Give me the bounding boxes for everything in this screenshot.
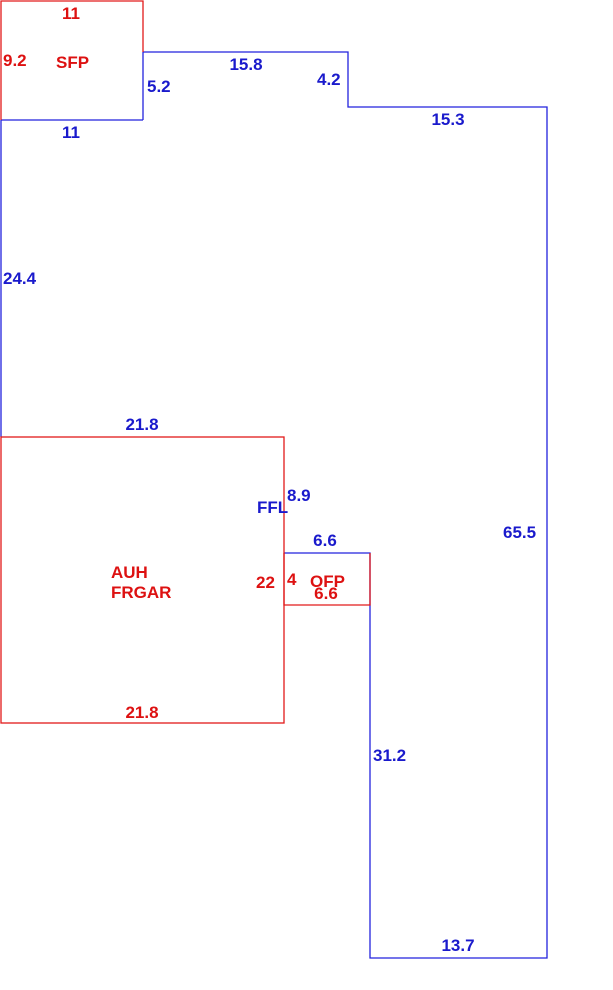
- ofp-code-label: OFP: [310, 572, 345, 591]
- main-dim-left: 24.4: [3, 269, 37, 288]
- main-dim-ofp-top: 6.6: [313, 531, 337, 550]
- garage-code-line1: AUH: [111, 563, 148, 582]
- sfp-dim-left: 9.2: [3, 51, 27, 70]
- main-code-label: FFL: [257, 498, 288, 517]
- main-dim-step-down: 4.2: [317, 70, 341, 89]
- garage-dim-bottom: 21.8: [125, 703, 158, 722]
- sfp-dim-top: 11: [62, 4, 80, 23]
- main-dim-top-right: 15.3: [431, 110, 464, 129]
- main-dim-sfp-bottom: 11: [62, 123, 80, 142]
- main-area-outline: [143, 51, 548, 959]
- main-dim-garage-right-upper: 8.9: [287, 486, 311, 505]
- ofp-dim-left: 4: [287, 570, 297, 589]
- ofp-outline: [283, 553, 371, 606]
- main-dim-sfp-right: 5.2: [147, 77, 171, 96]
- main-dim-lower-left: 31.2: [373, 746, 406, 765]
- main-dim-top-left: 15.8: [229, 55, 262, 74]
- garage-dim-top: 21.8: [125, 415, 158, 434]
- sfp-code-label: SFP: [56, 53, 89, 72]
- main-dim-bottom: 13.7: [441, 936, 474, 955]
- garage-dim-right: 22: [256, 573, 275, 592]
- garage-code-line2: FRGAR: [111, 583, 171, 602]
- main-dim-right: 65.5: [503, 523, 536, 542]
- sfp-outline: [0, 0, 144, 120]
- ofp-dim-bottom: 6.6: [314, 584, 338, 603]
